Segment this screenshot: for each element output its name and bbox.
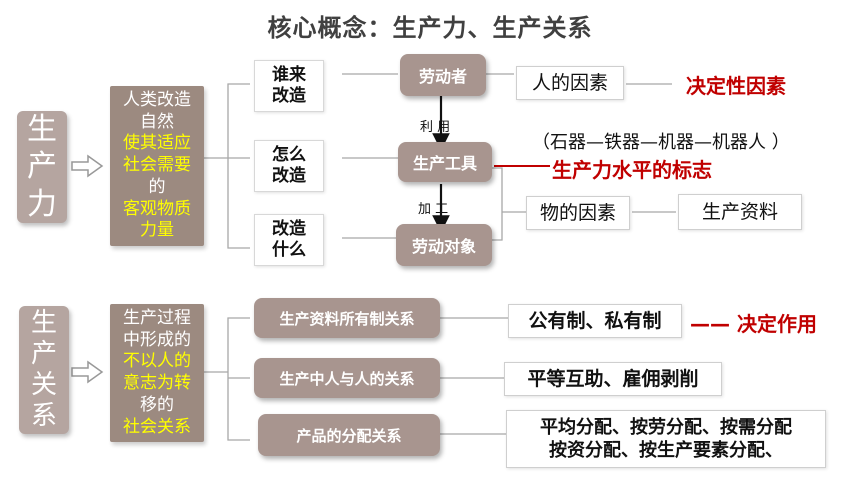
arrow-productivity [71,154,104,178]
human-factor-box: 人的因素 [516,66,624,100]
answer-line: 平均分配、按劳分配、按需分配 [540,416,792,438]
page-title: 核心概念：生产力、生产关系 [267,14,593,42]
node-labor-object: 劳动对象 [396,224,492,266]
side-char: 关 [30,370,57,400]
definition-line: 人类改造 [123,89,191,110]
ownership-answer: 公有制、私有制 [508,304,682,338]
relations-definition: 生产过程 中形成的 不以人的 意志为转 移的 社会关系 [110,304,204,442]
productivity-side-label: 生 产 力 [17,111,67,223]
tools-note: 生产力水平的标志 [552,158,712,182]
people-answer: 平等互助、雇佣剥削 [504,362,722,396]
question-line: 改造 [272,86,306,106]
distribution-answer: 平均分配、按劳分配、按需分配 按资分配、按生产要素分配、 [506,410,826,468]
definition-line: 客观物质 [123,198,191,219]
question-line: 改造 [272,218,306,239]
human-factor-note: 决定性因素 [686,74,786,98]
question-line: 改造 [272,166,306,186]
definition-line: 使其适应 [123,133,191,154]
arrow-label-process: 加 工 [418,202,449,217]
tools-history: （石器—铁器—机器—机器人 ） [532,132,790,153]
side-char: 生 [27,111,57,147]
arrow-label-use: 利 用 [420,120,451,135]
side-char: 产 [30,338,57,369]
question-line: 谁来 [272,64,306,85]
relation-distribution: 产品的分配关系 [258,414,440,456]
question-line: 怎么 [272,144,306,165]
means-of-production-box: 生产资料 [678,194,802,230]
relation-people: 生产中人与人的关系 [254,358,440,398]
arrow-relations [71,360,104,384]
definition-line: 不以人的 [123,351,191,372]
definition-line: 生产过程 [123,307,191,328]
material-factor-box: 物的因素 [526,196,630,230]
question-line: 什么 [272,240,306,260]
definition-line: 社会需要 [123,155,191,176]
definition-line: 自然 [140,111,174,132]
relations-side-label: 生 产 关 系 [19,306,69,434]
side-char: 产 [27,149,57,185]
question-who: 谁来 改造 [254,60,324,112]
answer-line: 按资分配、按生产要素分配、 [549,440,783,461]
side-char: 系 [30,401,57,432]
question-how: 怎么 改造 [254,140,324,192]
question-what: 改造 什么 [254,214,324,266]
definition-line: 移的 [140,394,174,415]
productivity-definition: 人类改造 自然 使其适应 社会需要 的 客观物质 力量 [110,86,204,246]
node-laborer: 劳动者 [400,54,486,96]
relation-ownership: 生产资料所有制关系 [254,298,440,338]
definition-line: 的 [148,176,166,197]
node-tools: 生产工具 [398,142,492,182]
answer-line: 公有制、私有制 [528,309,662,332]
side-char: 生 [30,307,57,338]
definition-line: 意志为转 [123,373,191,393]
side-char: 力 [27,186,57,222]
definition-line: 力量 [140,220,174,241]
ownership-note: —— 决定作用 [690,312,817,336]
definition-line: 社会关系 [123,416,191,437]
definition-line: 中形成的 [123,329,191,350]
answer-line: 平等互助、雇佣剥削 [527,367,699,390]
